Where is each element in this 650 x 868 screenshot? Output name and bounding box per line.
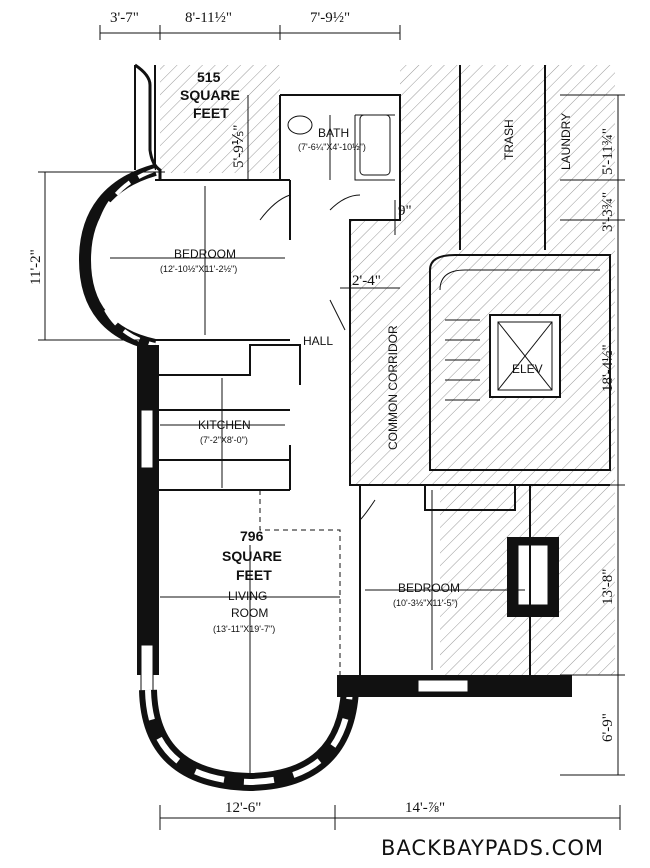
outer-walls	[78, 63, 572, 792]
corridor-label: COMMON CORRIDOR	[386, 325, 400, 450]
dim-right-5: 6'-9"	[600, 713, 616, 742]
laundry-label: LAUNDRY	[559, 113, 573, 170]
dim-top-3: 7'-9½"	[310, 10, 350, 26]
bath-size: (7'-6¼"X4'-10½")	[298, 142, 366, 152]
unit-a-area-label-1: SQUARE	[180, 87, 240, 103]
bedroom-2-label: BEDROOM	[398, 581, 460, 595]
hatched-common-areas	[160, 65, 615, 675]
watermark: BACKBAYPADS.COM	[381, 836, 604, 860]
bedroom-1-label: BEDROOM	[174, 247, 236, 261]
dim-top-2: 8'-11½"	[185, 10, 232, 26]
trash-label: TRASH	[502, 119, 516, 160]
bedroom-2-size: (10'-3½"X11'-5")	[393, 598, 458, 608]
dim-right-3: 18'-4½"	[600, 344, 616, 392]
dim-nine-inch: 9"	[398, 203, 412, 219]
living-label-1: LIVING	[228, 589, 267, 603]
hall-label: HALL	[303, 334, 333, 348]
dim-bath-height: 5'-9⅕"	[231, 125, 247, 168]
living-size: (13'-11"X19'-7")	[213, 624, 275, 634]
bath-label: BATH	[318, 126, 349, 140]
kitchen-label: KITCHEN	[198, 418, 251, 432]
unit-a-area-value: 515	[197, 69, 221, 85]
unit-b-area-label-2: FEET	[236, 567, 272, 583]
dim-right-4: 13'-8"	[600, 569, 616, 605]
dim-top-1: 3'-7"	[110, 10, 139, 26]
dim-bottom-2: 14'-⅞"	[405, 800, 445, 816]
unit-a-area-label-2: FEET	[193, 105, 229, 121]
interior-walls	[155, 94, 610, 675]
dim-right-1: 5'-11¾"	[600, 128, 616, 175]
unit-b-area-label-1: SQUARE	[222, 548, 282, 564]
dim-hall-width: 2'-4"	[352, 273, 381, 289]
dim-left-bedroom: 11'-2"	[28, 249, 44, 285]
dim-right-2: 3'-3¾"	[600, 192, 616, 232]
kitchen-size: (7'-2"X8'-0")	[200, 435, 248, 445]
stair-elevator-core	[429, 65, 611, 471]
dim-bottom-1: 12'-6"	[225, 800, 261, 816]
unit-b-area-value: 796	[240, 528, 264, 544]
dimension-lines	[38, 25, 625, 830]
bedroom-1-size: (12'-10½"X11'-2½")	[160, 264, 237, 274]
elevator-label: ELEV	[512, 362, 543, 376]
living-label-2: ROOM	[231, 606, 268, 620]
